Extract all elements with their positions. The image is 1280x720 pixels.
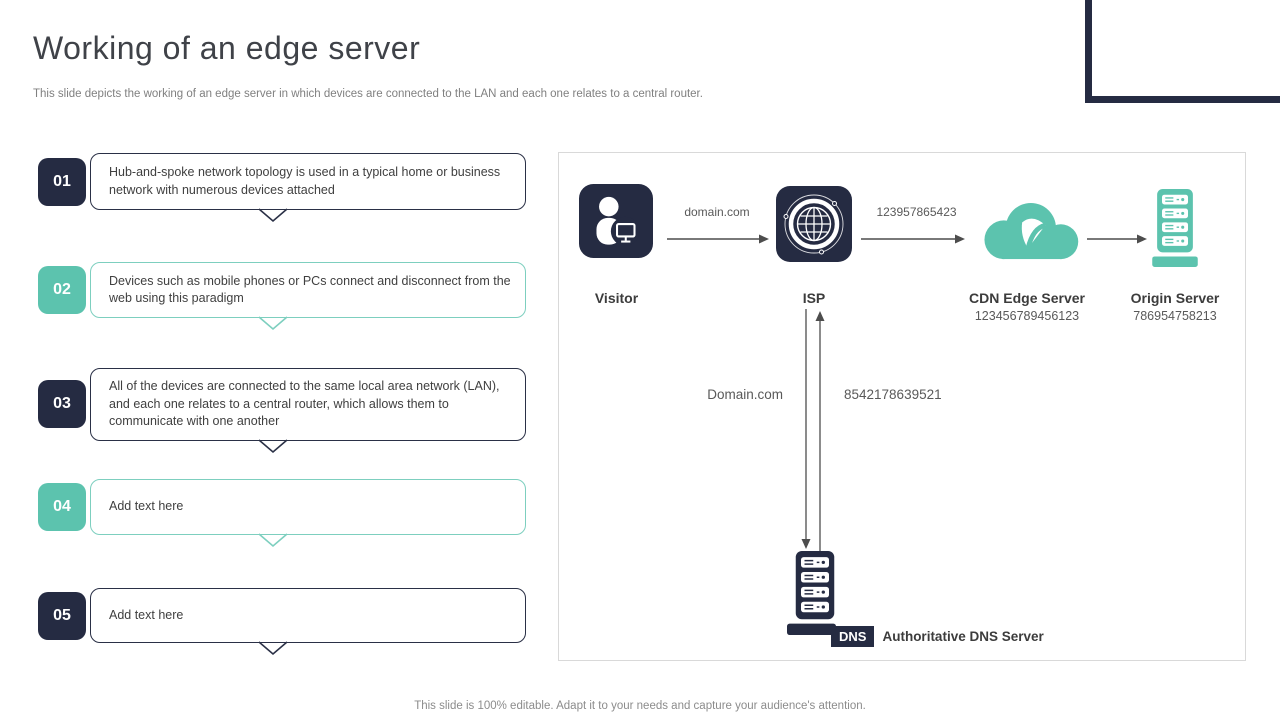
step-number-badge: 05 [38,591,86,640]
edge-label-dns-number: 123957865423 [876,205,957,219]
step-text: Add text here [109,499,184,514]
step-number-badge: 04 [38,483,86,531]
isp-label: ISP [802,290,826,306]
step-text-box[interactable]: Hub-and-spoke network topology is used i… [90,153,526,210]
step-row-04: 04 Add text here [38,479,530,548]
diagram-panel: Visitor domain.com ISP [558,152,1246,661]
dns-server-label: Authoritative DNS Server [882,629,1044,644]
step-row-01: 01 Hub-and-spoke network topology is use… [38,153,530,223]
arrow-visitor-to-isp [667,234,769,244]
step-text: All of the devices are connected to the … [109,379,500,428]
origin-label: Origin Server [1130,290,1220,306]
cdn-value: 123456789456123 [974,309,1080,323]
origin-value: 786954758213 [1133,309,1217,323]
cdn-label: CDN Edge Server [969,290,1085,306]
step-text-box[interactable]: Add text here [90,479,526,535]
edge-label-domain: domain.com [684,205,750,219]
dns-badge: DNS [831,626,875,647]
dns-caption: DNS Authoritative DNS Server [831,626,1044,647]
footer-note: This slide is 100% editable. Adapt it to… [414,700,866,712]
corner-accent-vertical [1085,0,1092,103]
step-text-box[interactable]: All of the devices are connected to the … [90,368,526,441]
step-number-badge: 01 [38,157,86,206]
chevron-down-icon [258,533,288,548]
page-title: Working of an edge server [33,30,421,66]
step-row-02: 02 Devices such as mobile phones or PCs … [38,262,530,331]
step-row-03: 03 All of the devices are connected to t… [38,368,530,453]
step-row-05: 05 Add text here [38,588,530,656]
chevron-down-icon [258,641,288,656]
arrow-cdn-to-origin [1087,234,1147,244]
edge-label-number-up: 8542178639521 [844,387,942,402]
isp-icon [776,186,852,267]
arrow-isp-dns-bidirectional [801,309,825,551]
step-number-badge: 02 [38,266,86,314]
chevron-down-icon [258,316,288,331]
step-number-badge: 03 [38,380,86,429]
page-subtitle: This slide depicts the working of an edg… [33,88,703,100]
step-text: Hub-and-spoke network topology is used i… [109,165,501,197]
arrow-isp-to-cdn [861,234,965,244]
step-text: Add text here [109,607,184,622]
dns-server-icon [787,551,843,640]
edge-label-domain-down: Domain.com [707,387,783,402]
visitor-icon [579,184,653,263]
step-text-box[interactable]: Devices such as mobile phones or PCs con… [90,262,526,318]
step-text-box[interactable]: Add text here [90,588,526,643]
chevron-down-icon [258,208,288,223]
cdn-cloud-icon [969,199,1085,270]
corner-accent-horizontal [1085,96,1280,103]
step-text: Devices such as mobile phones or PCs con… [109,273,511,306]
origin-server-icon [1149,183,1201,278]
visitor-label: Visitor [594,290,639,306]
chevron-down-icon [258,438,288,453]
